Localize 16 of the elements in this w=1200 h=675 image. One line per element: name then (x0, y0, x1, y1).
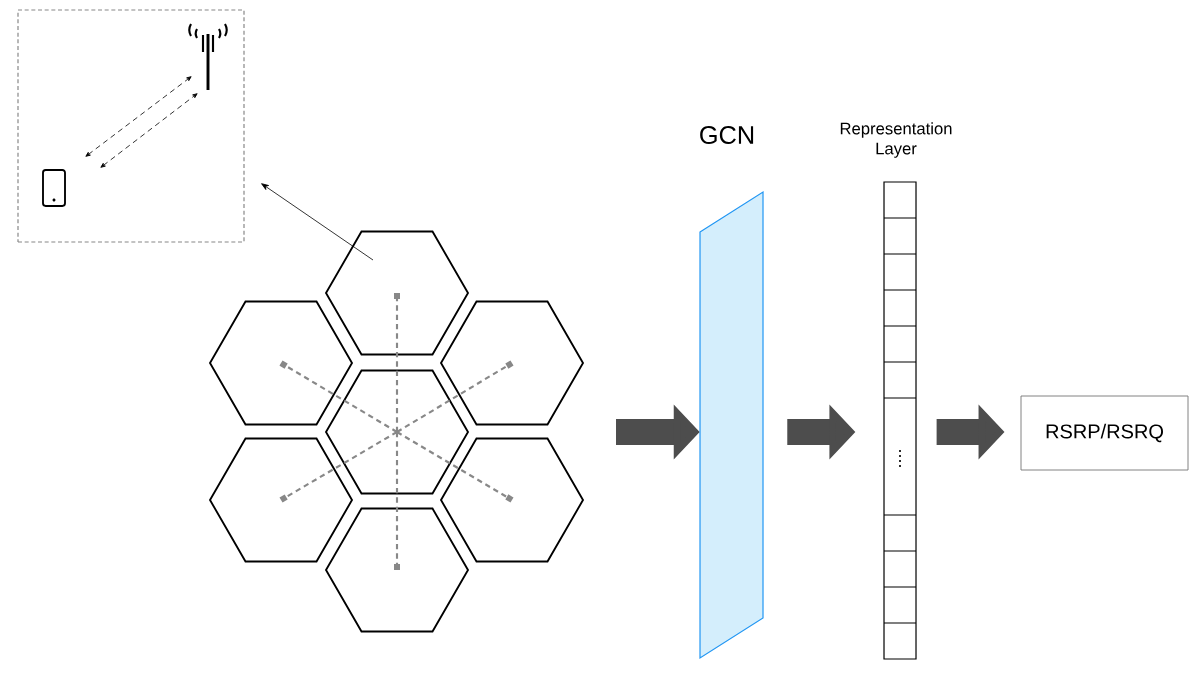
spoke-line (394, 432, 400, 570)
node-label: Representation Layer (840, 122, 952, 158)
double-arrow (85, 76, 192, 157)
spoke-line (396, 360, 514, 433)
output-box: RSRP/RSRQ (1020, 395, 1189, 471)
double-arrow (100, 93, 198, 168)
spoke-line (279, 360, 398, 433)
spoke-line (394, 293, 400, 432)
phone-drawing (42, 169, 66, 207)
representation-column: Representation Layer (840, 122, 952, 660)
antenna-drawing (188, 23, 228, 90)
spoke-line (279, 431, 398, 503)
inset-box (17, 9, 245, 243)
arrow (261, 183, 374, 261)
spoke-line (396, 431, 514, 503)
node-label: GCN (700, 126, 754, 144)
